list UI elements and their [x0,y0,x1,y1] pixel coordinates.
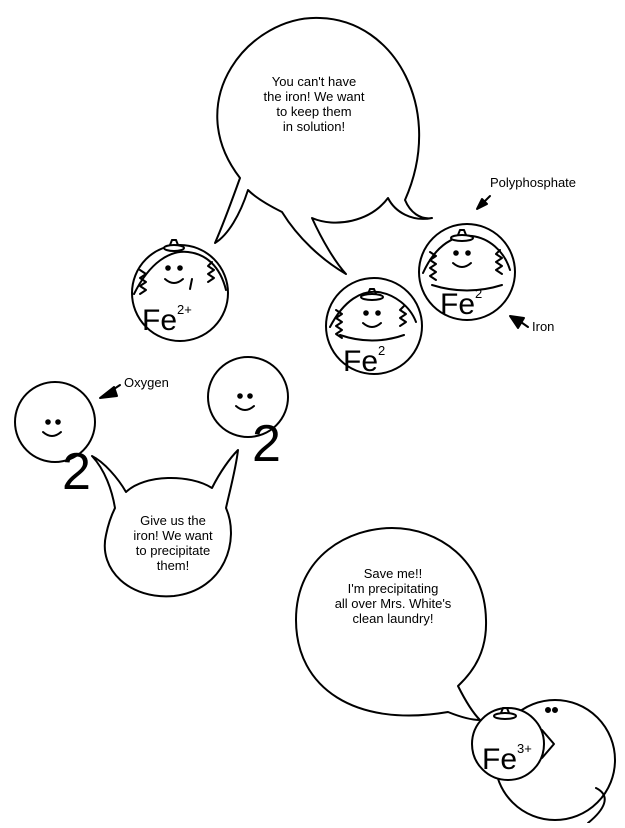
speech-bubble-oxygen [91,449,239,598]
ion-element: Fe [343,345,379,378]
oxygen-molecule-left [14,381,96,463]
ion-charge: 2 [378,343,386,358]
oxygen-subscript-right: 2 [252,418,281,470]
speech-line: clean laundry! [352,611,434,626]
oxygen-arrow [99,384,121,399]
polyphosphate-arrow [476,195,491,210]
ion-charge: 3+ [517,741,532,756]
speech-line: Save me!! [363,566,423,581]
speech-text-oxygen: Give us the iron! We want to precipitate… [115,513,231,573]
ion-symbol-left: Fe2+ [142,303,192,336]
iron-complex-middle [325,277,423,375]
oxygen-subscript-left: 2 [62,446,91,498]
speech-line: the iron! We want [263,89,365,104]
ion-element: Fe [142,304,178,337]
speech-line: to keep them [276,104,352,119]
label-oxygen: Oxygen [124,375,169,390]
ion-symbol-right: Fe2 [440,287,482,320]
ion-element: Fe [482,743,518,776]
iron-complex-right [418,223,516,321]
subscript-digit: 2 [62,443,91,501]
iron-arrow [509,315,529,329]
ion-charge: 2+ [177,302,192,317]
label-iron: Iron [532,319,555,334]
speech-line: all over Mrs. White's [334,596,452,611]
speech-line: I'm precipitating [347,581,439,596]
ferric-ion-group [471,699,616,824]
ion-symbol-middle: Fe2 [343,344,385,377]
speech-text-ferric: Save me!! I'm precipitating all over Mrs… [318,566,468,626]
speech-line: them! [156,558,190,573]
ion-symbol-ferric: Fe3+ [482,742,532,775]
speech-line: You can't have [271,74,357,89]
iron-complex-left [131,239,229,342]
speech-line: in solution! [282,119,346,134]
subscript-digit: 2 [252,415,281,473]
label-polyphosphate: Polyphosphate [490,175,577,190]
speech-text-polyphosphate: You can't have the iron! We want to keep… [252,74,376,134]
ion-element: Fe [440,288,476,321]
speech-bubble-ferric [295,527,488,721]
speech-line: to precipitate [135,543,211,558]
speech-bubble-polyphosphate [214,16,433,275]
oxygen-molecule-right [207,356,289,438]
speech-line: iron! We want [133,528,213,543]
ion-charge: 2 [475,286,483,301]
speech-line: Give us the [140,513,206,528]
